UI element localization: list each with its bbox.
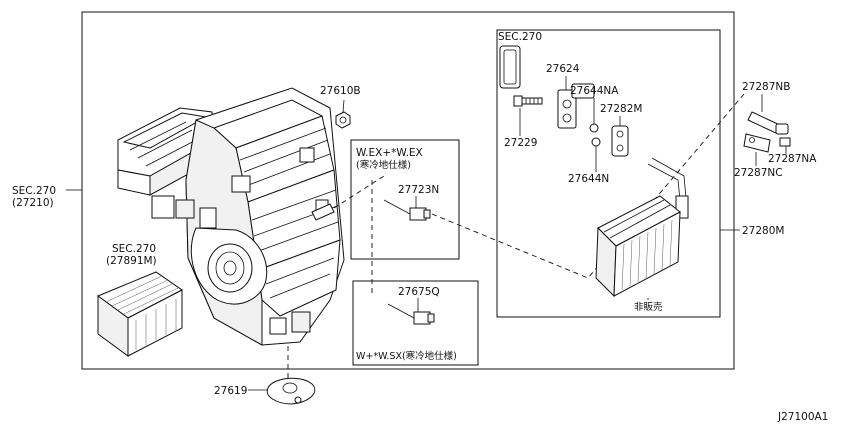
part-27675Q-sensor [387, 303, 435, 325]
part-27723N-sensor [383, 199, 431, 221]
part-27287NC-pad [743, 133, 771, 153]
label-27280M: 27280M [742, 225, 784, 237]
label-27644N: 27644N [568, 173, 609, 185]
label-27610B: 27610B [320, 85, 361, 97]
part-27610B-nut [335, 111, 351, 129]
label-27229: 27229 [504, 137, 537, 149]
part-27287NB-pipe [747, 111, 789, 135]
part-27644N-oring [591, 137, 601, 147]
label-sec270-filter-sub: (27891M) [106, 255, 157, 267]
label-27287NB: 27287NB [742, 81, 790, 93]
label-sec270-filter: SEC.270 [112, 243, 156, 255]
main-frame [81, 11, 735, 370]
label-27287NC: 27287NC [734, 167, 783, 179]
part-27644NA-oring [589, 123, 599, 133]
part-27287NA-clip [779, 137, 791, 147]
heater-unit-assembly [117, 87, 345, 346]
evaporator-frame [496, 29, 721, 318]
part-27229-bolt [513, 95, 543, 107]
part-27619-grommet [266, 377, 316, 405]
option-box-wsx [352, 280, 479, 366]
label-27644NA: 27644NA [570, 85, 619, 97]
label-sec270-main-sub: (27210) [12, 197, 54, 209]
option2-title: W+*W.SX(寒冷地仕様) [356, 350, 457, 362]
label-sec270-main: SEC.270 [12, 185, 56, 197]
label-27675Q: 27675Q [398, 286, 440, 298]
part-27282M-plate [611, 125, 629, 157]
part-27624-expansion-valve [557, 89, 577, 129]
air-filter [96, 271, 183, 357]
label-27624: 27624 [546, 63, 580, 75]
part-27280M-evaporator-core [595, 157, 689, 298]
label-sec270-evap: SEC.270 [498, 31, 542, 43]
label-27619: 27619 [214, 385, 247, 397]
evap-block-fitting [571, 83, 595, 99]
label-27282M: 27282M [600, 103, 642, 115]
label-27723N: 27723N [398, 184, 439, 196]
diagram-code: J27100A1 [777, 411, 828, 423]
option-box-wex [350, 139, 460, 260]
label-not-for-sale: 非販売 [634, 301, 663, 313]
option1-note: (寒冷地仕様) [356, 159, 411, 171]
label-27287NA: 27287NA [768, 153, 817, 165]
option1-title: W.EX+*W.EX [356, 147, 423, 159]
evap-seal-gasket [499, 45, 521, 89]
